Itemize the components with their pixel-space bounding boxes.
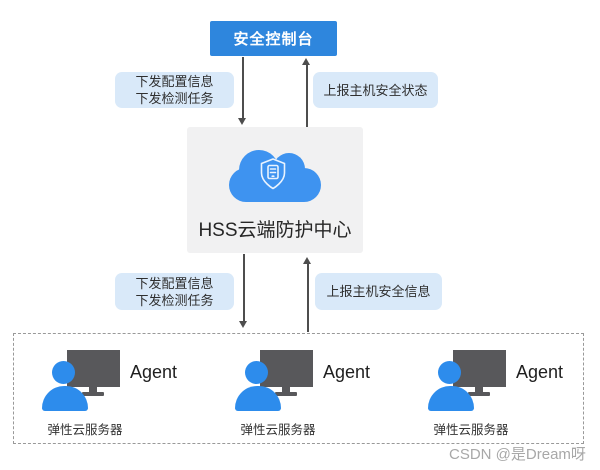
flow-line: 下发配置信息 (135, 275, 214, 291)
agent-label: Agent (516, 362, 564, 382)
arrow-agents-to-hss (307, 263, 309, 332)
agent-zone-boundary (13, 333, 584, 444)
agent-group: Agent 弹性云服务器 (42, 348, 222, 440)
cloud-shield-icon (229, 150, 321, 202)
arrow-up-icon (303, 257, 311, 264)
server-label: 弹性云服务器 (47, 423, 123, 437)
csdn-watermark: CSDN @是Dream呀 (449, 446, 586, 463)
arrow-up-icon (302, 58, 310, 65)
flow-label-agent-down: 下发配置信息 下发检测任务 (115, 273, 234, 310)
arrow-hss-to-console (306, 64, 308, 127)
security-console-label: 安全控制台 (233, 31, 314, 48)
flow-line: 上报主机安全信息 (326, 284, 431, 299)
user-icon (42, 386, 88, 411)
flow-label-console-up: 上报主机安全状态 (313, 72, 438, 108)
flow-line: 下发配置信息 (135, 74, 214, 89)
flow-line: 下发检测任务 (135, 91, 214, 106)
flow-line: 下发检测任务 (135, 292, 214, 308)
user-icon (245, 361, 268, 384)
arrow-hss-to-agents (243, 254, 245, 322)
server-label: 弹性云服务器 (240, 423, 316, 437)
server-label: 弹性云服务器 (433, 423, 509, 437)
monitor-stand (468, 392, 490, 396)
agent-group: Agent 弹性云服务器 (235, 348, 415, 440)
user-icon (235, 386, 281, 411)
agent-label: Agent (323, 362, 371, 382)
user-icon (52, 361, 75, 384)
monitor-stand (275, 392, 297, 396)
agent-label: Agent (130, 362, 178, 382)
monitor-stand (475, 387, 483, 392)
monitor-icon (67, 350, 120, 387)
monitor-stand (282, 387, 290, 392)
hss-cloud-center-node: HSS云端防护中心 (187, 127, 363, 253)
flow-label-console-down: 下发配置信息 下发检测任务 (115, 72, 234, 108)
user-icon (438, 361, 461, 384)
arrow-down-icon (238, 118, 246, 125)
flow-line: 上报主机安全状态 (323, 82, 428, 98)
arrow-down-icon (239, 321, 247, 328)
monitor-icon (260, 350, 313, 387)
agent-group: Agent 弹性云服务器 (428, 348, 600, 440)
hss-center-label: HSS云端防护中心 (198, 220, 352, 241)
arrow-console-to-hss (242, 57, 244, 119)
monitor-stand (82, 392, 104, 396)
security-console-node: 安全控制台 (210, 21, 337, 56)
monitor-icon (453, 350, 506, 387)
flow-label-agent-up: 上报主机安全信息 (315, 273, 442, 310)
monitor-stand (89, 387, 97, 392)
user-icon (428, 386, 474, 411)
